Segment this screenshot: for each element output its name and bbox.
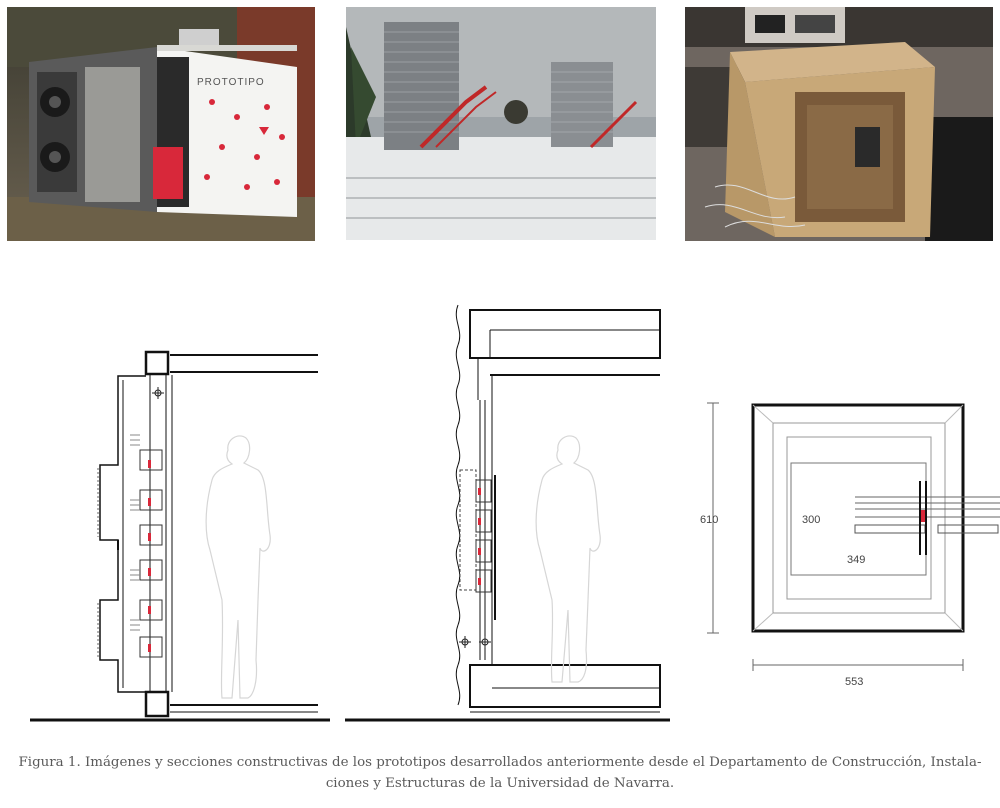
photo-wooden-test-box	[685, 7, 993, 241]
dimension-inner-width: 349	[847, 554, 865, 566]
prototype-sign: PROTOTIPO	[197, 77, 265, 88]
dimension-height-total: 610	[700, 514, 718, 526]
dimension-width-total: 553	[845, 676, 863, 688]
photo-prototype-module: PROTOTIPO	[7, 7, 315, 241]
section-drawing-middle	[340, 300, 670, 740]
caption-line-2: ciones y Estructuras de la Universidad d…	[325, 776, 675, 791]
section-drawing-left	[0, 300, 330, 740]
plan-drawing-dimensions: 610 553 300 349	[695, 395, 1000, 695]
caption-line-1: Figura 1. Imágenes y secciones construct…	[18, 755, 982, 770]
figure-caption: Figura 1. Imágenes y secciones construct…	[0, 752, 1000, 794]
dimension-inner-height: 300	[802, 514, 820, 526]
photo-huts-in-snow	[346, 7, 656, 240]
